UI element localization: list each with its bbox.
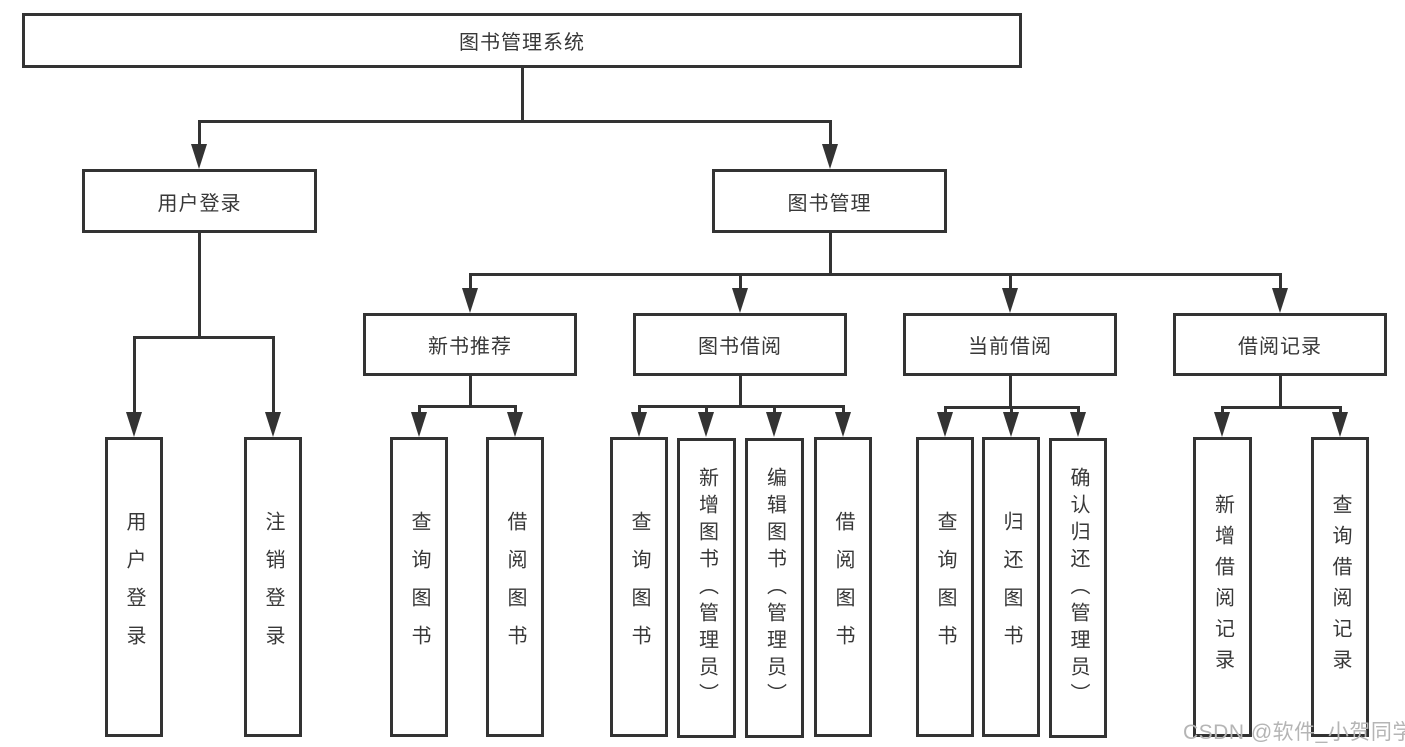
connector-drop — [1009, 273, 1012, 291]
arrow-down-icon — [507, 412, 523, 437]
leaf-user-login: 用户登录 — [105, 437, 163, 737]
leaf-query-borrow-record: 查询借阅记录 — [1311, 437, 1369, 737]
leaf-label: 编辑图书（管理员） — [763, 466, 786, 710]
connector-section-rail — [418, 405, 517, 408]
connector-drop — [514, 405, 517, 415]
leaf-label: 查询借阅记录 — [1329, 494, 1351, 680]
csdn-watermark: CSDN @软件_小贺同学 — [1183, 721, 1405, 744]
connector-book-mgmt-stem — [829, 233, 832, 275]
node-borrow-records-label: 借阅记录 — [1238, 336, 1322, 358]
leaf-label: 用户登录 — [123, 511, 145, 663]
connector-drop — [469, 273, 472, 291]
connector-section-stem — [469, 376, 472, 407]
leaf-add-borrow-record: 新增借阅记录 — [1193, 437, 1252, 737]
leaf-label: 借阅图书 — [504, 511, 526, 663]
arrow-down-icon — [1070, 412, 1086, 437]
leaf-confirm-return-admin: 确认归还（管理员） — [1049, 438, 1107, 738]
arrow-down-icon — [462, 288, 478, 313]
node-book-borrow: 图书借阅 — [633, 313, 847, 376]
connector-root-rail — [198, 120, 832, 123]
connector-section-rail — [638, 405, 845, 408]
leaf-add-books-admin: 新增图书（管理员） — [677, 438, 736, 738]
connector-root-stem — [521, 68, 524, 122]
arrow-down-icon — [698, 412, 714, 437]
arrow-down-icon — [835, 412, 851, 437]
node-root: 图书管理系统 — [22, 13, 1022, 68]
leaf-label: 查询图书 — [628, 511, 650, 663]
leaf-edit-books-admin: 编辑图书（管理员） — [745, 438, 804, 738]
connector-section-stem — [1009, 376, 1012, 408]
arrow-down-icon — [822, 144, 838, 169]
connector-drop — [739, 273, 742, 291]
connector-drop — [1279, 273, 1282, 291]
leaf-logout: 注销登录 — [244, 437, 302, 737]
connector-drop — [1077, 406, 1080, 415]
leaf-borrow-books-recommend: 借阅图书 — [486, 437, 544, 737]
connector-drop — [1221, 406, 1224, 415]
arrow-down-icon — [937, 412, 953, 437]
node-new-book-recommend: 新书推荐 — [363, 313, 577, 376]
connector-drop — [133, 336, 136, 414]
connector-user-login-rail — [133, 336, 274, 339]
connector-drop — [272, 336, 275, 414]
node-book-borrow-label: 图书借阅 — [698, 336, 782, 358]
node-new-book-recommend-label: 新书推荐 — [428, 336, 512, 358]
connector-section-stem — [739, 376, 742, 407]
arrow-down-icon — [411, 412, 427, 437]
arrow-down-icon — [1332, 412, 1348, 437]
node-borrow-records: 借阅记录 — [1173, 313, 1387, 376]
connector-drop — [773, 405, 776, 415]
arrow-down-icon — [126, 412, 142, 437]
connector-section-rail — [1221, 406, 1342, 409]
leaf-label: 注销登录 — [262, 511, 284, 663]
node-user-login: 用户登录 — [82, 169, 317, 233]
arrow-down-icon — [1003, 412, 1019, 437]
arrow-down-icon — [766, 412, 782, 437]
connector-book-mgmt-rail — [469, 273, 1282, 276]
leaf-label: 新增图书（管理员） — [695, 466, 718, 710]
arrow-down-icon — [1272, 288, 1288, 313]
node-root-label: 图书管理系统 — [459, 32, 585, 54]
node-book-management: 图书管理 — [712, 169, 947, 233]
node-book-management-label: 图书管理 — [787, 192, 872, 215]
node-current-borrow-label: 当前借阅 — [968, 336, 1052, 358]
leaf-label: 新增借阅记录 — [1211, 494, 1234, 680]
arrow-down-icon — [631, 412, 647, 437]
node-user-login-label: 用户登录 — [157, 192, 242, 215]
leaf-return-books: 归还图书 — [982, 437, 1040, 737]
connector-drop — [829, 120, 832, 148]
arrow-down-icon — [191, 144, 207, 169]
connector-drop — [198, 120, 201, 148]
leaf-label: 借阅图书 — [832, 511, 854, 663]
leaf-label: 查询图书 — [408, 511, 430, 663]
leaf-label: 确认归还（管理员） — [1067, 466, 1089, 710]
leaf-query-books-current: 查询图书 — [916, 437, 974, 737]
node-current-borrow: 当前借阅 — [903, 313, 1117, 376]
leaf-borrow-books: 借阅图书 — [814, 437, 872, 737]
connector-user-login-stem — [198, 233, 201, 338]
connector-drop — [418, 405, 421, 415]
connector-drop — [842, 405, 845, 415]
connector-drop — [944, 406, 947, 415]
arrow-down-icon — [1214, 412, 1230, 437]
leaf-label: 查询图书 — [934, 511, 956, 663]
leaf-query-books-borrow: 查询图书 — [610, 437, 668, 737]
connector-drop — [705, 405, 708, 415]
arrow-down-icon — [265, 412, 281, 437]
connector-section-stem — [1279, 376, 1282, 408]
connector-drop — [1010, 406, 1013, 415]
leaf-query-books-recommend: 查询图书 — [390, 437, 448, 737]
connector-drop — [638, 405, 641, 415]
leaf-label: 归还图书 — [1000, 511, 1022, 663]
arrow-down-icon — [732, 288, 748, 313]
arrow-down-icon — [1002, 288, 1018, 313]
connector-drop — [1339, 406, 1342, 415]
